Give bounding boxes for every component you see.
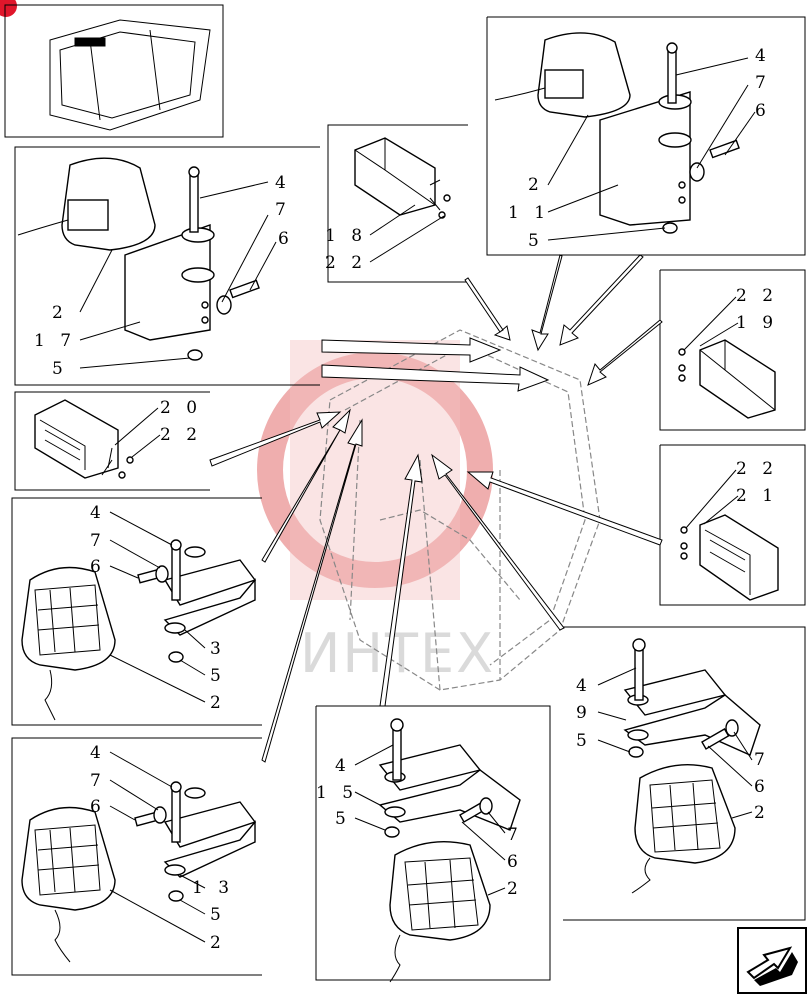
callout-label: 2 <box>754 803 770 823</box>
callout-label: 1 3 <box>192 878 234 898</box>
corner-badge-icon <box>0 0 17 17</box>
assembly-15 <box>378 718 521 983</box>
callout-label: 1 1 <box>508 203 550 223</box>
callouts-11 <box>547 57 756 241</box>
callout-label: 3 <box>210 639 226 659</box>
watermark-text: ИНТЕХ <box>300 622 495 685</box>
callouts-20 <box>114 407 161 458</box>
next-page-arrow-icon[interactable] <box>737 927 807 994</box>
callout-label: 5 <box>210 905 226 925</box>
callout-label: 1 7 <box>34 331 76 351</box>
panel-borders <box>11 16 806 981</box>
assembly-21 <box>680 514 779 601</box>
cab-outline <box>319 329 601 691</box>
callout-label: 2 2 <box>736 459 778 479</box>
callout-label: 5 <box>52 359 68 379</box>
assembly-20 <box>34 399 134 479</box>
callout-label: 6 <box>754 777 770 797</box>
callout-label: 2 <box>52 303 68 323</box>
callout-label: 7 <box>507 825 523 845</box>
thumbnail-cab-icon <box>49 19 211 131</box>
callout-label: 2 2 <box>736 286 778 306</box>
callout-label: 4 <box>335 756 351 776</box>
callout-label: 5 <box>528 231 544 251</box>
callouts-19 <box>683 296 739 351</box>
callouts-15 <box>354 744 506 896</box>
callout-label: 4 <box>90 743 106 763</box>
callout-label: 4 <box>90 503 106 523</box>
assembly-19 <box>678 339 776 419</box>
watermark-logo: ИНТЕХ <box>257 340 495 685</box>
callout-label: 6 <box>278 229 294 249</box>
callout-label: 7 <box>90 531 106 551</box>
callouts-13 <box>109 751 206 943</box>
callout-label: 7 <box>754 750 770 770</box>
callout-label: 2 1 <box>736 486 778 506</box>
callouts-21 <box>685 469 739 529</box>
callout-label: 1 5 <box>316 783 358 803</box>
callout-label: 2 <box>210 693 226 713</box>
callout-label: 5 <box>576 731 592 751</box>
callout-label: 9 <box>576 703 592 723</box>
callout-label: 6 <box>90 797 106 817</box>
callout-label: 6 <box>755 101 771 121</box>
callout-label: 4 <box>755 46 771 66</box>
callout-label: 1 8 <box>325 226 367 246</box>
callout-label: 1 9 <box>736 313 778 333</box>
assembly-11 <box>494 32 740 234</box>
callout-label: 6 <box>90 557 106 577</box>
callout-label: 4 <box>576 676 592 696</box>
assembly-17 <box>17 157 260 361</box>
assembly-13 <box>21 781 257 963</box>
callout-label: 5 <box>210 666 226 686</box>
callout-label: 7 <box>90 771 106 791</box>
callout-label: 2 <box>507 879 523 899</box>
callouts-18 <box>369 204 445 263</box>
callout-label: 7 <box>275 200 291 220</box>
assembly-9 <box>623 638 761 894</box>
callouts-17 <box>79 181 277 369</box>
pointer-arrows <box>209 254 663 763</box>
callout-label: 2 2 <box>160 425 202 445</box>
assembly-3 <box>21 539 257 721</box>
callout-label: 6 <box>507 852 523 872</box>
callout-label: 2 <box>210 933 226 953</box>
callout-label: 2 <box>528 175 544 195</box>
callout-label: 4 <box>275 173 291 193</box>
callouts-9 <box>597 667 753 819</box>
assembly-18 <box>354 137 451 219</box>
callout-label: 7 <box>755 73 771 93</box>
callout-label: 2 2 <box>325 253 367 273</box>
callouts-3 <box>109 511 206 703</box>
callout-label: 2 0 <box>160 398 202 418</box>
callout-label: 5 <box>335 809 351 829</box>
overview-thumbnail <box>4 4 224 138</box>
